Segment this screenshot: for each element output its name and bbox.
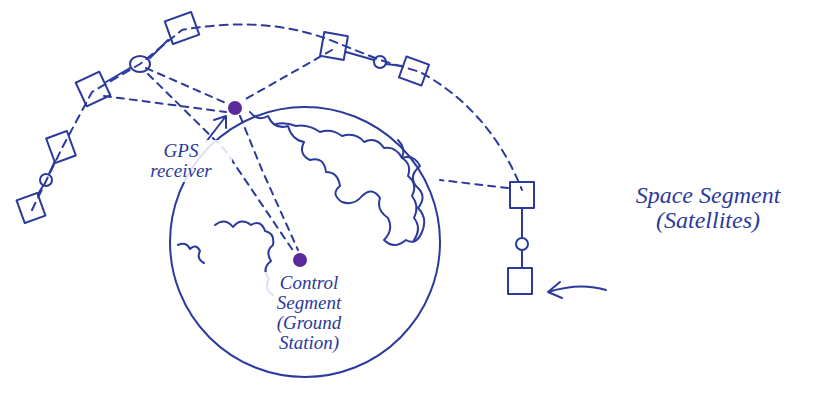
receiver-dot [228,101,242,115]
satellite [76,12,200,106]
leader-arrow [206,116,226,142]
continent-outline [398,140,418,240]
signal-line [146,68,228,104]
continent-outline [178,244,204,263]
ground-station-label: Control Segment (Ground Station) [252,272,366,354]
satellite [508,182,534,294]
receiver-label: GPS receiver [130,140,232,182]
satellite [320,32,429,85]
orbit-path [32,24,522,210]
signal-line [244,50,332,100]
signal-line [440,180,508,188]
leader-arrow [548,282,606,298]
signal-line [104,96,226,112]
satellite [17,131,76,223]
signal-line [240,116,298,250]
ground-station-dot [293,253,307,267]
satellites-label: Space Segment (Satellites) [610,182,806,234]
